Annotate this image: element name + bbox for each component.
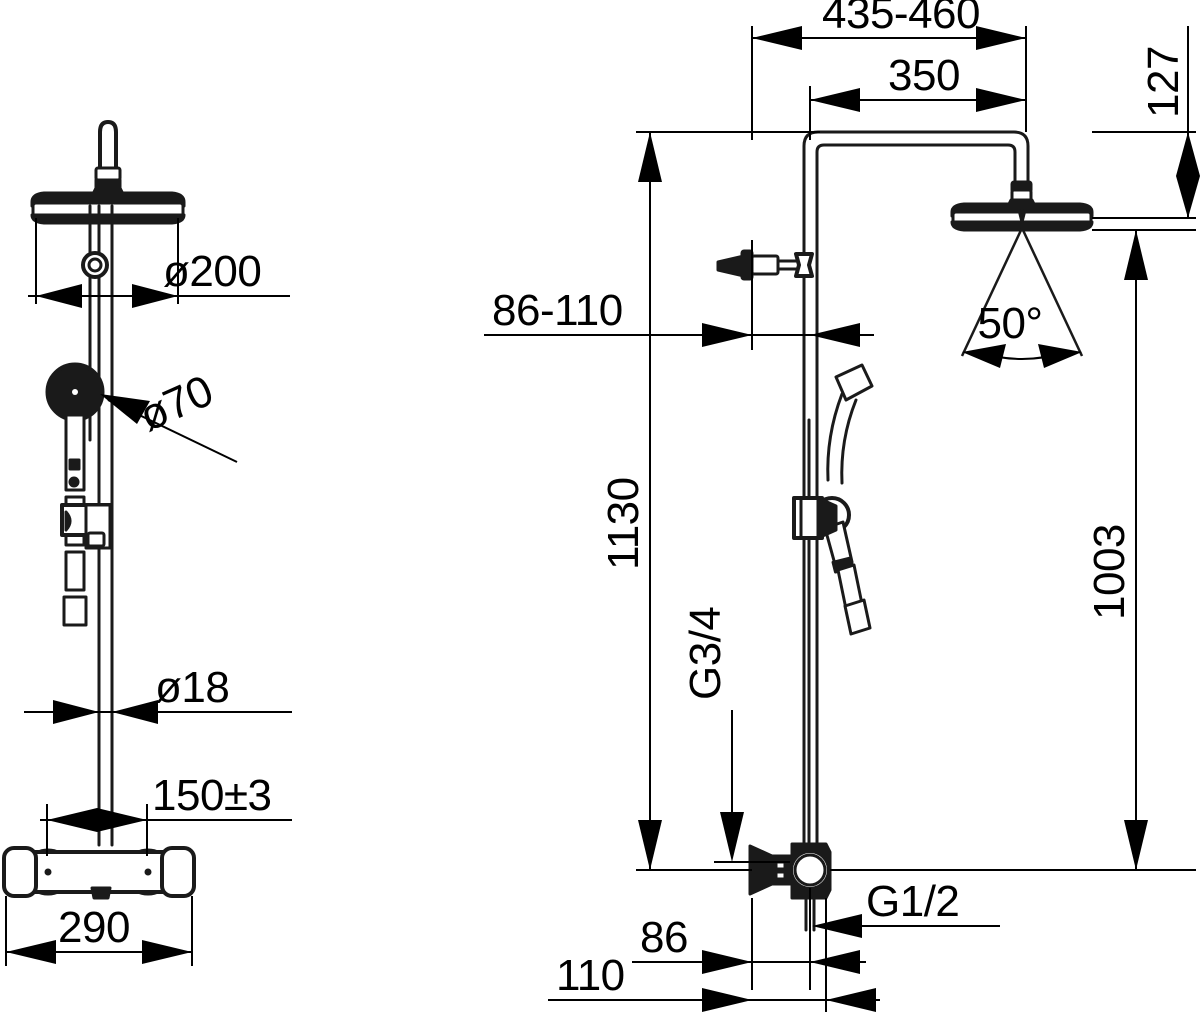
dim-dia-200: ø200 — [28, 218, 290, 308]
side-view-dimensions: 435-460 350 127 50° — [484, 0, 1200, 1012]
front-overhead-shower-head — [30, 191, 186, 225]
dim-150: 150±3 — [40, 771, 292, 856]
dim-435-460-label: 435-460 — [822, 0, 980, 38]
dim-86-110: 86-110 — [484, 240, 874, 350]
thread-g34-label: G3/4 — [681, 607, 730, 700]
dim-1130: 1130 — [599, 131, 820, 871]
side-wall-inlet-valve — [748, 842, 832, 932]
dim-angle-50-label: 50° — [977, 299, 1042, 348]
dim-110: 110 — [548, 898, 880, 1012]
dim-290: 290 — [5, 896, 193, 966]
dim-150-label: 150±3 — [152, 771, 272, 820]
dim-290-label: 290 — [58, 903, 130, 952]
dim-dia-18-label: ø18 — [155, 663, 229, 712]
dim-350-label: 350 — [888, 51, 960, 100]
dim-350: 350 — [809, 51, 1026, 140]
thread-g12: G1/2 — [812, 877, 1000, 938]
dim-dia-200-label: ø200 — [163, 247, 261, 296]
front-view — [2, 120, 196, 900]
side-view — [716, 130, 1094, 932]
dim-127: 127 — [1092, 26, 1200, 219]
side-diverter-handle — [716, 249, 814, 281]
front-pipe-ring-fitting — [81, 251, 109, 279]
thread-g12-label: G1/2 — [866, 877, 959, 926]
front-diverter-knob — [45, 362, 105, 422]
dim-435-460: 435-460 — [751, 0, 1027, 140]
dim-86-110-label: 86-110 — [492, 286, 623, 335]
dim-110-label: 110 — [556, 951, 625, 1000]
dim-1130-label: 1130 — [599, 477, 648, 570]
dim-1003: 1003 — [830, 229, 1196, 871]
dim-1003-label: 1003 — [1085, 524, 1134, 620]
front-slide-bar-bracket — [60, 503, 112, 550]
side-riser-pipe — [802, 258, 819, 872]
dim-dia-18: ø18 — [24, 663, 292, 724]
dim-86: 86 — [632, 888, 866, 990]
dim-127-label: 127 — [1139, 46, 1188, 118]
side-shower-arm — [802, 130, 1030, 422]
side-spray-cone — [960, 227, 1084, 357]
front-shower-swivel-arm — [88, 120, 128, 202]
dim-dia-70: ø70 — [100, 366, 238, 463]
front-mixer-body — [2, 846, 196, 900]
side-slide-bar-bracket — [792, 496, 838, 540]
dim-86-label: 86 — [640, 913, 688, 962]
dim-dia-70-label: ø70 — [132, 366, 220, 441]
dim-angle-50: 50° — [962, 299, 1082, 368]
thread-g34: G3/4 — [681, 607, 790, 863]
side-overhead-shower-head — [950, 202, 1094, 232]
front-view-dimensions: ø200 ø70 ø18 150±3 — [5, 218, 292, 966]
